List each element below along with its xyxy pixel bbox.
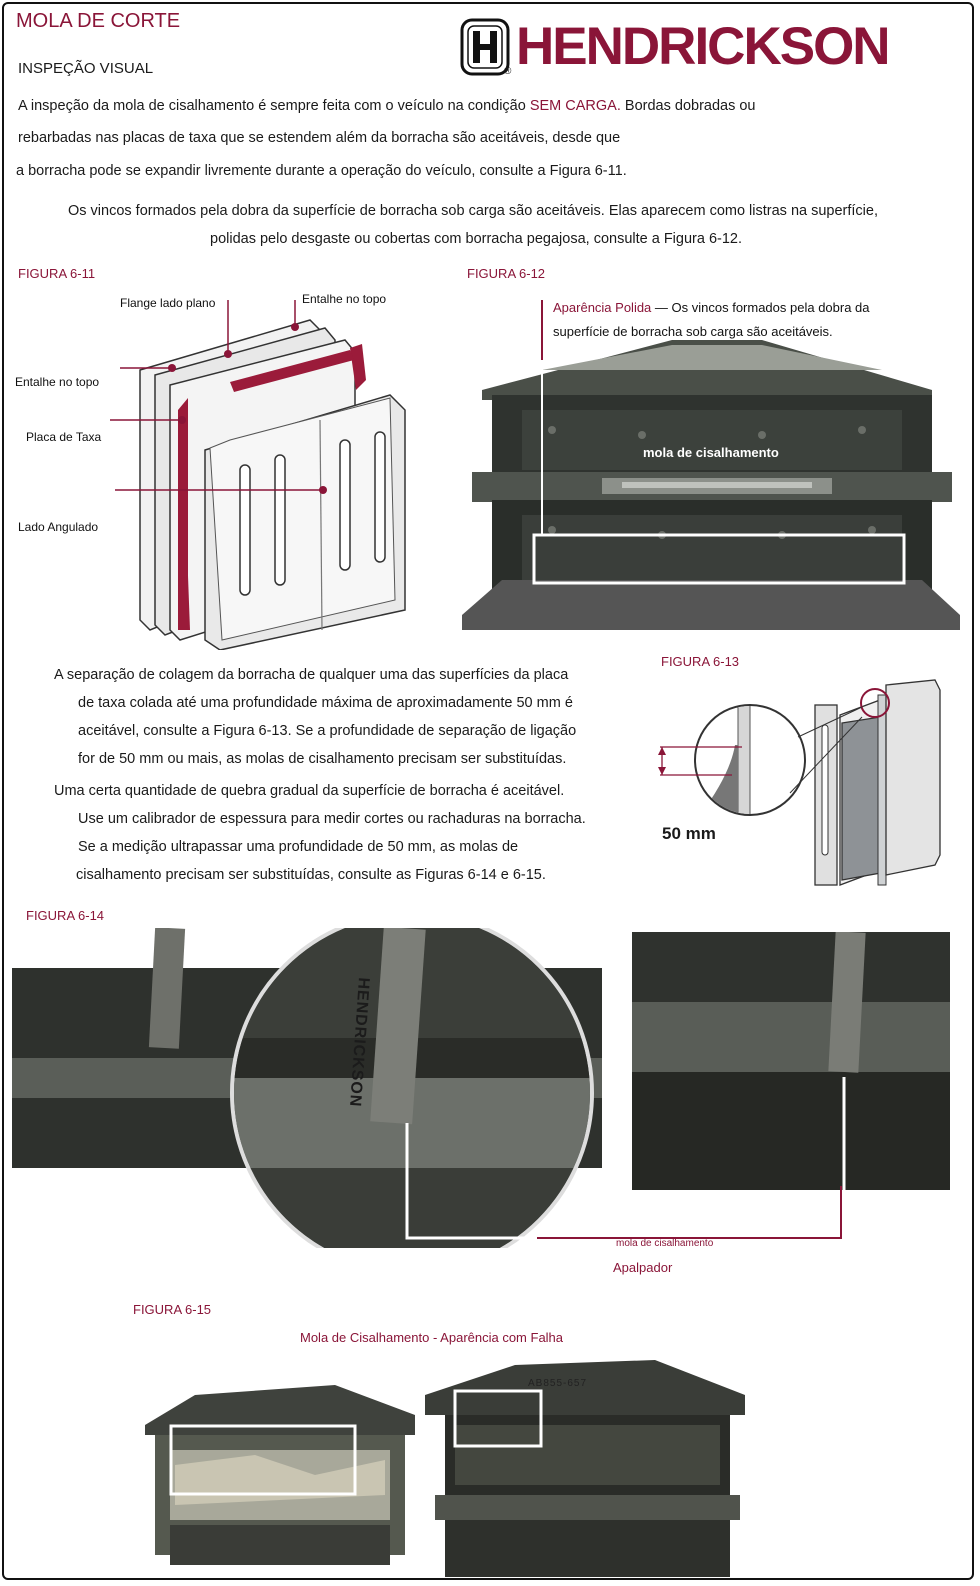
- page-subtitle: INSPEÇÃO VISUAL: [18, 60, 154, 77]
- part-stamp-text: AB855-657: [528, 1378, 588, 1389]
- intro-line-3: a borracha pode se expandir livremente d…: [16, 163, 627, 179]
- intro-text: A inspeção da mola de cisalhamento é sem…: [18, 98, 530, 114]
- failed-spring-photo-left: [145, 1385, 415, 1565]
- figure-6-12-label: FIGURA 6-12: [467, 266, 546, 281]
- callout-notch-top-left: Entalhe no topo: [15, 375, 100, 389]
- logo-registered-mark: ®: [504, 66, 512, 77]
- middle-p2-line-3: Se a medição ultrapassar uma profundidad…: [78, 839, 519, 855]
- caption-text: — Os vincos formados pela dobra da: [651, 300, 870, 315]
- callout-tack-plate: Placa de Taxa: [26, 430, 102, 444]
- polished-appearance-highlight: Aparência Polida: [553, 300, 652, 315]
- caption-leader-line: [541, 300, 543, 360]
- middle-p1-line-3: aceitável, consulte a Figura 6-13. Se a …: [78, 723, 577, 739]
- intro-line-4: Os vincos formados pela dobra da superfí…: [68, 203, 878, 219]
- feeler-gauge-photo-right: [632, 932, 950, 1190]
- page-title: MOLA DE CORTE: [16, 10, 181, 32]
- shear-spring-diagram: [110, 300, 406, 650]
- caption-text-2: superfície de borracha sob carga são ace…: [553, 324, 833, 339]
- failed-spring-photo-right: [425, 1360, 745, 1577]
- bond-separation-diagram: [658, 679, 941, 886]
- callout-feeler-gauge: Apalpador: [613, 1260, 673, 1275]
- callout-shear-spring: mola de cisalhamento: [616, 1238, 714, 1249]
- intro-line-5: polidas pelo desgaste ou cobertas com bo…: [210, 231, 742, 247]
- logo-text: HENDRICKSON: [516, 17, 891, 76]
- middle-p2-line-2: Use um calibrador de espessura para medi…: [78, 811, 586, 827]
- intro-line-1: A inspeção da mola de cisalhamento é sem…: [18, 96, 918, 116]
- feeler-gauge-photo-left: [12, 928, 602, 1248]
- callout-angled-side: Lado Angulado: [18, 520, 99, 534]
- measure-50mm: 50 mm: [662, 824, 716, 843]
- figure-6-14-label: FIGURA 6-14: [26, 908, 105, 923]
- hendrickson-h-icon: [460, 18, 510, 76]
- intro-line-2: rebarbadas nas placas de taxa que se est…: [18, 130, 621, 146]
- figure-6-11-label: FIGURA 6-11: [18, 266, 96, 281]
- callout-notch-top-right: Entalhe no topo: [302, 292, 387, 306]
- figure-6-12-caption: Aparência Polida — Os vincos formados pe…: [553, 296, 913, 344]
- figure-6-15-label: FIGURA 6-15: [133, 1302, 212, 1317]
- figure-6-15-caption: Mola de Cisalhamento - Aparência com Fal…: [300, 1330, 564, 1345]
- middle-p1-line-4: for de 50 mm ou mais, as molas de cisalh…: [78, 751, 567, 767]
- callout-flange: Flange lado plano: [120, 296, 216, 310]
- middle-p2-line-1: Uma certa quantidade de quebra gradual d…: [54, 783, 565, 799]
- hendrickson-logo: HENDRICKSON ®: [460, 16, 936, 80]
- no-load-highlight: SEM CARGA.: [529, 98, 621, 114]
- middle-p2-line-4: cisalhamento precisam ser substituídas, …: [76, 867, 546, 883]
- photo-label-spring: mola de cisalhamento: [643, 445, 779, 460]
- probe-leader-v: [840, 1186, 842, 1239]
- middle-p1-line-2: de taxa colada até uma profundidade máxi…: [78, 695, 573, 711]
- probe-leader-h: [537, 1237, 842, 1239]
- polished-spring-photo: [462, 340, 960, 630]
- figure-6-13-label: FIGURA 6-13: [661, 654, 740, 669]
- intro-text-cont: Bordas dobradas ou: [620, 98, 756, 114]
- middle-p1-line-1: A separação de colagem da borracha de qu…: [54, 667, 569, 683]
